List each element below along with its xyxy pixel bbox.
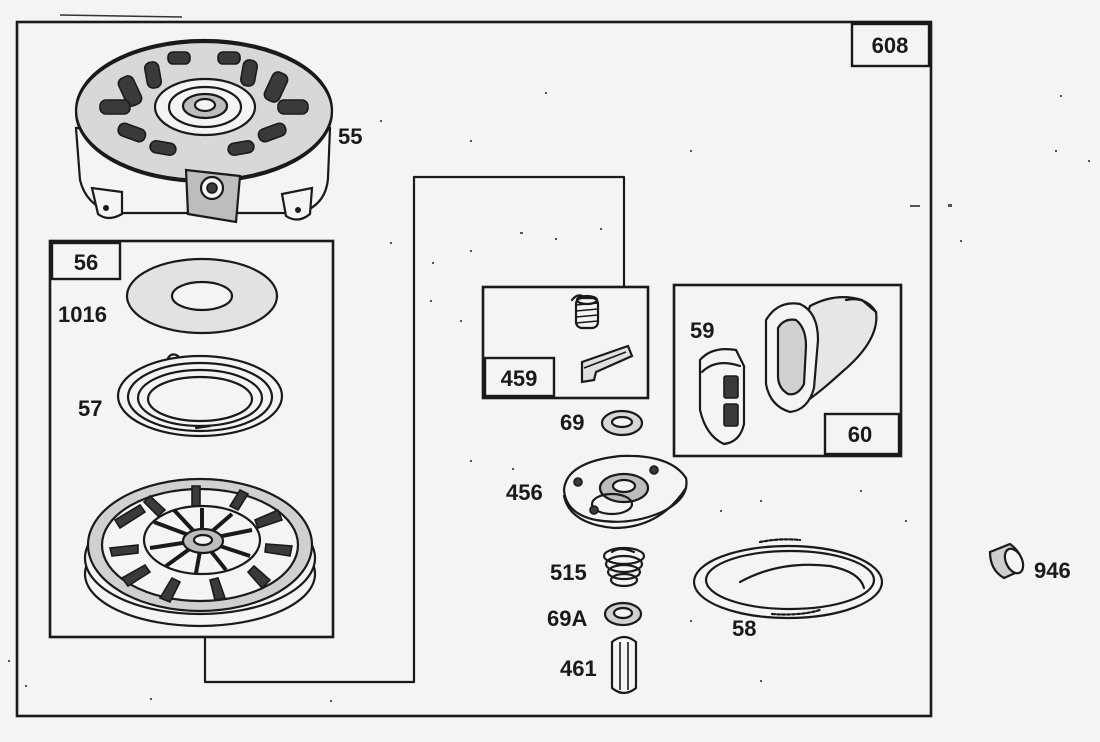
handle-grip [764,295,878,414]
scan-specks [8,92,1090,702]
label-59: 59 [690,318,714,343]
washer-69 [600,409,644,437]
kit-459-label-box [483,356,556,398]
kit-56-frame [48,239,335,639]
washer-69a [603,601,643,627]
label-69: 69 [560,410,584,435]
washer-1016 [125,257,279,335]
kit-60-frame [672,283,903,458]
starter-pulley [83,477,317,628]
starter-rope-58 [692,538,884,620]
pin-461 [610,635,638,695]
label-69a: 69A [547,606,587,631]
pawl [580,344,634,384]
kit-56-label-box [50,241,122,281]
kit-608-label: 608 [872,33,909,58]
label-55: 55 [338,124,362,149]
label-515: 515 [550,560,587,585]
pawl-spring [570,294,600,330]
label-1016: 1016 [58,302,107,327]
retainer-456 [562,454,688,530]
kit-459-label: 459 [501,366,538,391]
kit-56-label: 56 [74,250,98,275]
scan-line [59,14,183,18]
kit-60-label-box [823,412,901,456]
kit-459-frame [481,285,650,400]
label-456: 456 [506,480,543,505]
starter-housing [74,38,334,224]
bushing-946 [988,542,1025,580]
kit-connector-line [203,175,626,684]
label-58: 58 [732,616,756,641]
label-946: 946 [1034,558,1071,583]
label-57: 57 [78,396,102,421]
brake-spring-515 [602,546,646,588]
kit-608-frame [15,20,933,718]
handle-insert-59 [698,348,746,446]
label-461: 461 [560,656,597,681]
rewind-spring-57 [116,353,284,438]
kit-608-label-box [850,22,931,68]
kit-60-label: 60 [848,422,872,447]
